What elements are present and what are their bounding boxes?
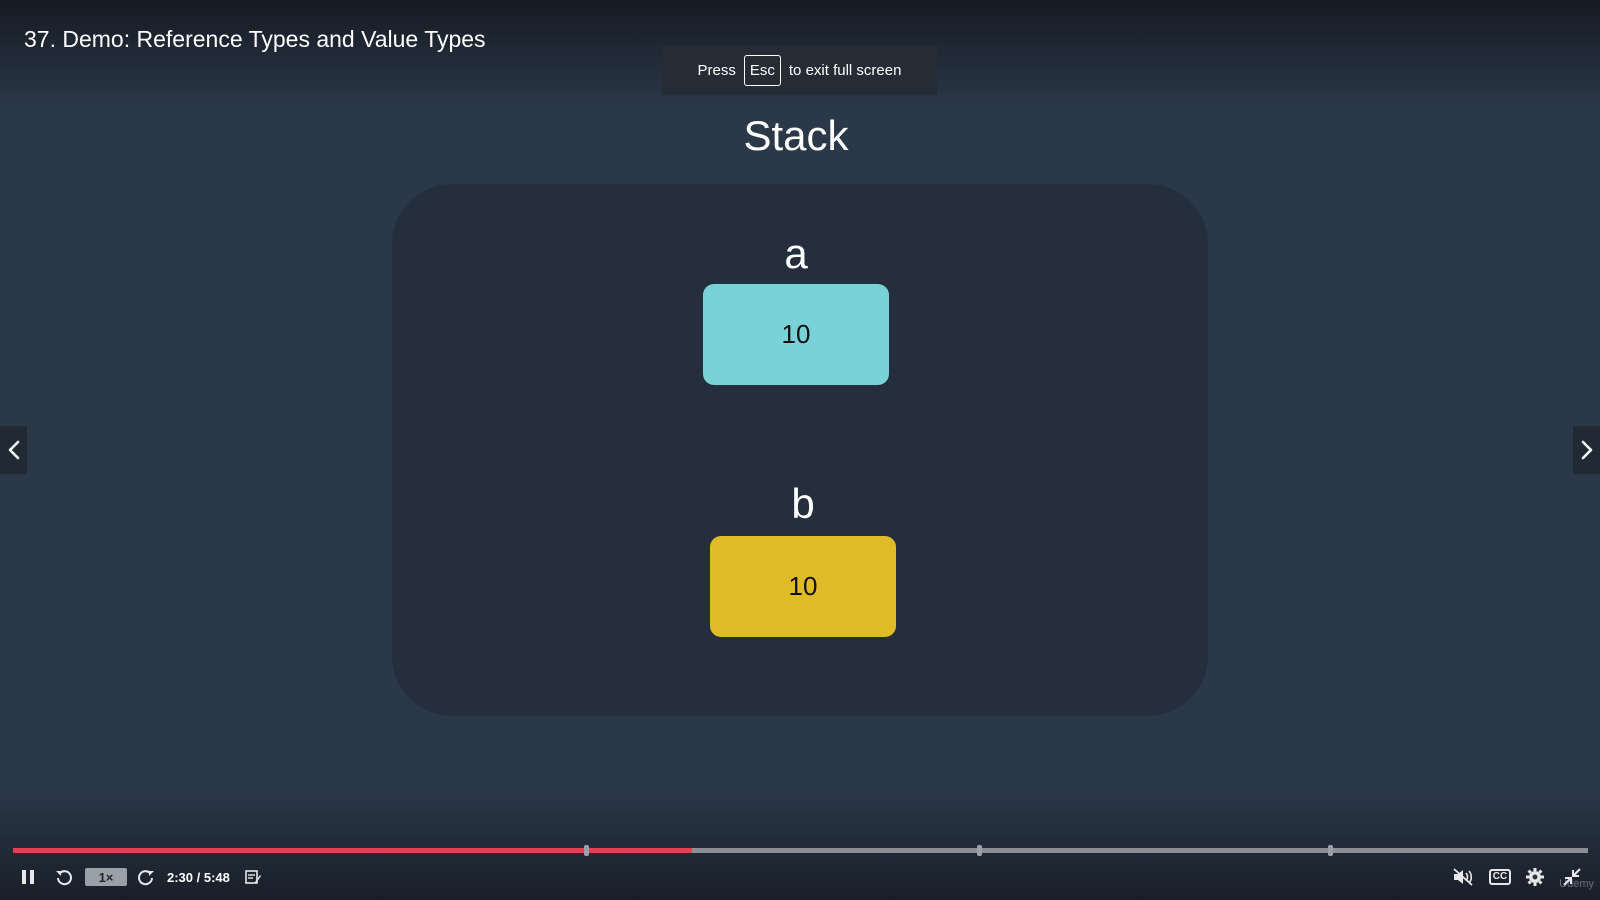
chapter-marker[interactable] <box>977 845 983 856</box>
playback-rate-button[interactable]: 1× <box>85 868 127 886</box>
variable-a-box: 10 <box>703 284 889 385</box>
volume-muted-icon <box>1453 868 1473 886</box>
notes-icon <box>245 870 261 884</box>
chevron-right-icon <box>1581 440 1592 460</box>
bottom-overlay <box>0 790 1600 900</box>
fullscreen-hint-press: Press <box>697 61 736 79</box>
fullscreen-hint: Press Esc to exit full screen <box>662 45 937 95</box>
time-display: 2:30 / 5:48 <box>167 869 230 885</box>
slide-heading: Stack <box>743 112 849 159</box>
variable-a-label: a <box>784 230 808 277</box>
rewind-button[interactable] <box>52 862 76 892</box>
exit-fullscreen-icon <box>1563 868 1581 886</box>
variable-b-label: b <box>791 480 815 527</box>
settings-button[interactable] <box>1522 862 1548 892</box>
chapter-marker[interactable] <box>583 845 589 856</box>
closed-captions-icon: CC <box>1488 869 1512 885</box>
pause-button[interactable] <box>16 862 40 892</box>
gear-icon <box>1526 868 1544 886</box>
forward-button[interactable] <box>134 862 158 892</box>
chapter-marker[interactable] <box>1328 845 1334 856</box>
chevron-left-icon <box>8 440 19 460</box>
control-bar: 1× 2:30 / 5:48 CC <box>0 862 1600 892</box>
forward-icon <box>138 870 154 886</box>
variable-b-value: 10 <box>788 571 818 601</box>
variable-a-value: 10 <box>781 319 811 349</box>
variable-b-box: 10 <box>710 536 896 637</box>
pause-icon <box>22 870 34 884</box>
exit-fullscreen-button[interactable] <box>1559 862 1585 892</box>
mute-button[interactable] <box>1450 862 1476 892</box>
previous-lecture-button[interactable] <box>0 426 27 474</box>
rewind-icon <box>56 870 72 886</box>
udemy-watermark: Udemy <box>1559 878 1594 890</box>
lecture-title: 37. Demo: Reference Types and Value Type… <box>24 26 486 52</box>
captions-button[interactable]: CC <box>1487 862 1513 892</box>
progress-bar[interactable] <box>13 845 1588 856</box>
notes-button[interactable] <box>242 862 264 892</box>
fullscreen-hint-text: to exit full screen <box>788 61 902 79</box>
next-lecture-button[interactable] <box>1573 426 1600 474</box>
progress-played <box>13 848 692 853</box>
esc-key-badge: Esc <box>743 54 781 86</box>
